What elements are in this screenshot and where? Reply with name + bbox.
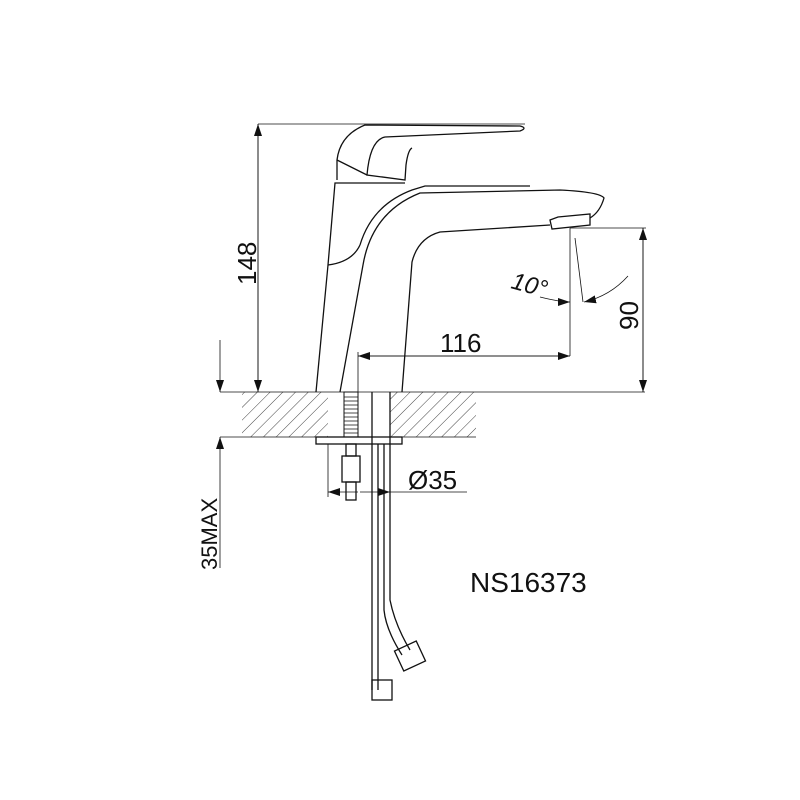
dim-angle-label: 10° (508, 268, 550, 304)
countertop-section (220, 391, 645, 438)
dim-spout-height (570, 227, 647, 392)
dim-reach-label: 116 (440, 328, 481, 358)
dim-height-label: 148 (232, 242, 262, 285)
mounting-hardware (315, 391, 427, 701)
faucet-body (315, 124, 605, 393)
dim-hole-diameter-label: Ø35 (408, 465, 457, 495)
dim-spout-height-label: 90 (614, 301, 644, 330)
dim-hole-diameter (327, 444, 467, 497)
hose-nut-left (371, 679, 393, 701)
dim-max-thickness-label: 35MAX (197, 498, 222, 570)
dim-angle (539, 237, 629, 306)
dim-height (254, 123, 525, 392)
dim-reach (357, 228, 571, 392)
hose-nut-right (393, 640, 427, 672)
model-number: NS16373 (470, 567, 587, 598)
